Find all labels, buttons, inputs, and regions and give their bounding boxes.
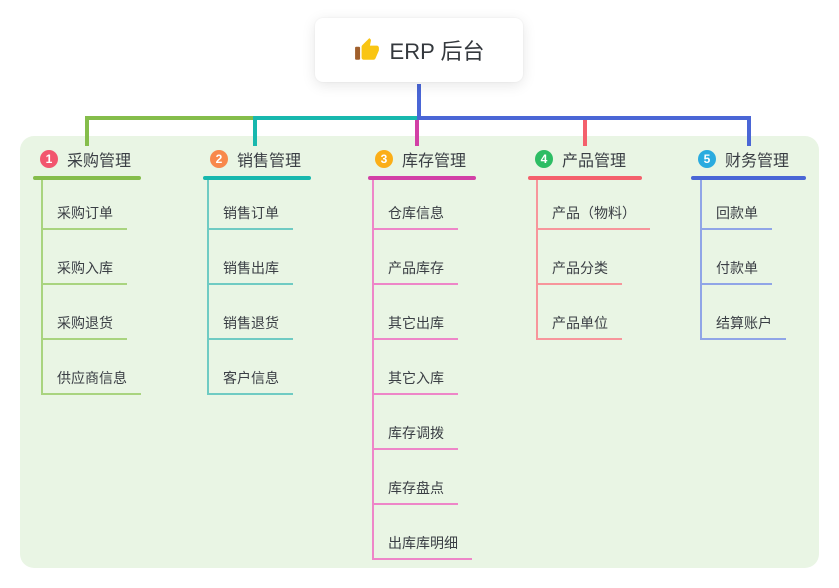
connector-drop-purchase [85, 116, 89, 146]
branch-label: 财务管理 [725, 153, 790, 170]
node-product-material[interactable]: 产品（物料） [536, 204, 650, 230]
branch-children-line [372, 180, 374, 560]
thumbs-up-icon [354, 37, 380, 63]
branch-number-badge: 5 [698, 150, 716, 168]
node-payment-bill[interactable]: 付款单 [700, 259, 772, 285]
node-warehouse-info[interactable]: 仓库信息 [372, 204, 458, 230]
branch-sales: 2 销售管理 销售订单 销售出库 销售退货 客户信息 [203, 148, 311, 395]
branch-children-line [700, 180, 702, 340]
connector-drop-sales [253, 116, 257, 146]
branch-children-line [41, 180, 43, 395]
node-outbound-detail[interactable]: 出库库明细 [372, 534, 472, 560]
branch-children-line [207, 180, 209, 395]
branch-number-badge: 1 [40, 150, 58, 168]
branch-underline [203, 176, 311, 180]
branch-header-sales[interactable]: 2 销售管理 [210, 148, 301, 170]
branch-underline [691, 176, 806, 180]
branch-children-line [536, 180, 538, 340]
connector-drop-inventory [415, 120, 419, 146]
node-sales-outbound[interactable]: 销售出库 [207, 259, 293, 285]
node-supplier-info[interactable]: 供应商信息 [41, 369, 141, 395]
node-sales-return[interactable]: 销售退货 [207, 314, 293, 340]
node-other-outbound[interactable]: 其它出库 [372, 314, 458, 340]
connector-drop-product [583, 120, 587, 146]
branch-underline [368, 176, 476, 180]
root-label: ERP 后台 [389, 39, 485, 64]
branch-number-badge: 4 [535, 150, 553, 168]
node-other-inbound[interactable]: 其它入库 [372, 369, 458, 395]
node-product-unit[interactable]: 产品单位 [536, 314, 622, 340]
branch-underline [33, 176, 141, 180]
branch-label: 产品管理 [562, 153, 627, 170]
connector-drop-finance [747, 116, 751, 146]
node-stock-check[interactable]: 库存盘点 [372, 479, 458, 505]
branch-number-badge: 2 [210, 150, 228, 168]
branch-header-product[interactable]: 4 产品管理 [535, 148, 626, 170]
branch-header-purchase[interactable]: 1 采购管理 [40, 148, 131, 170]
branch-label: 销售管理 [237, 153, 302, 170]
branch-number-badge: 3 [375, 150, 393, 168]
connector-bus-purchase [85, 116, 255, 120]
branch-header-finance[interactable]: 5 财务管理 [698, 148, 789, 170]
branch-product: 4 产品管理 产品（物料） 产品分类 产品单位 [528, 148, 650, 340]
connector-root-vertical [417, 84, 421, 120]
node-customer-info[interactable]: 客户信息 [207, 369, 293, 395]
node-stock-transfer[interactable]: 库存调拨 [372, 424, 458, 450]
node-purchase-return[interactable]: 采购退货 [41, 314, 127, 340]
node-product-category[interactable]: 产品分类 [536, 259, 622, 285]
branch-label: 库存管理 [402, 153, 467, 170]
node-product-stock[interactable]: 产品库存 [372, 259, 458, 285]
node-receipt-bill[interactable]: 回款单 [700, 204, 772, 230]
node-sales-order[interactable]: 销售订单 [207, 204, 293, 230]
node-settlement-account[interactable]: 结算账户 [700, 314, 786, 340]
root-node[interactable]: ERP 后台 [315, 18, 523, 82]
branch-purchase: 1 采购管理 采购订单 采购入库 采购退货 供应商信息 [33, 148, 141, 395]
branch-label: 采购管理 [67, 153, 132, 170]
branch-header-inventory[interactable]: 3 库存管理 [375, 148, 466, 170]
connector-bus-finance [417, 116, 751, 120]
branch-finance: 5 财务管理 回款单 付款单 结算账户 [691, 148, 806, 340]
branch-inventory: 3 库存管理 仓库信息 产品库存 其它出库 其它入库 库存调拨 库存盘点 出库库… [368, 148, 476, 560]
connector-bus-sales [253, 116, 419, 120]
branch-underline [528, 176, 642, 180]
branches-panel [20, 136, 819, 568]
node-purchase-order[interactable]: 采购订单 [41, 204, 127, 230]
node-purchase-inbound[interactable]: 采购入库 [41, 259, 127, 285]
